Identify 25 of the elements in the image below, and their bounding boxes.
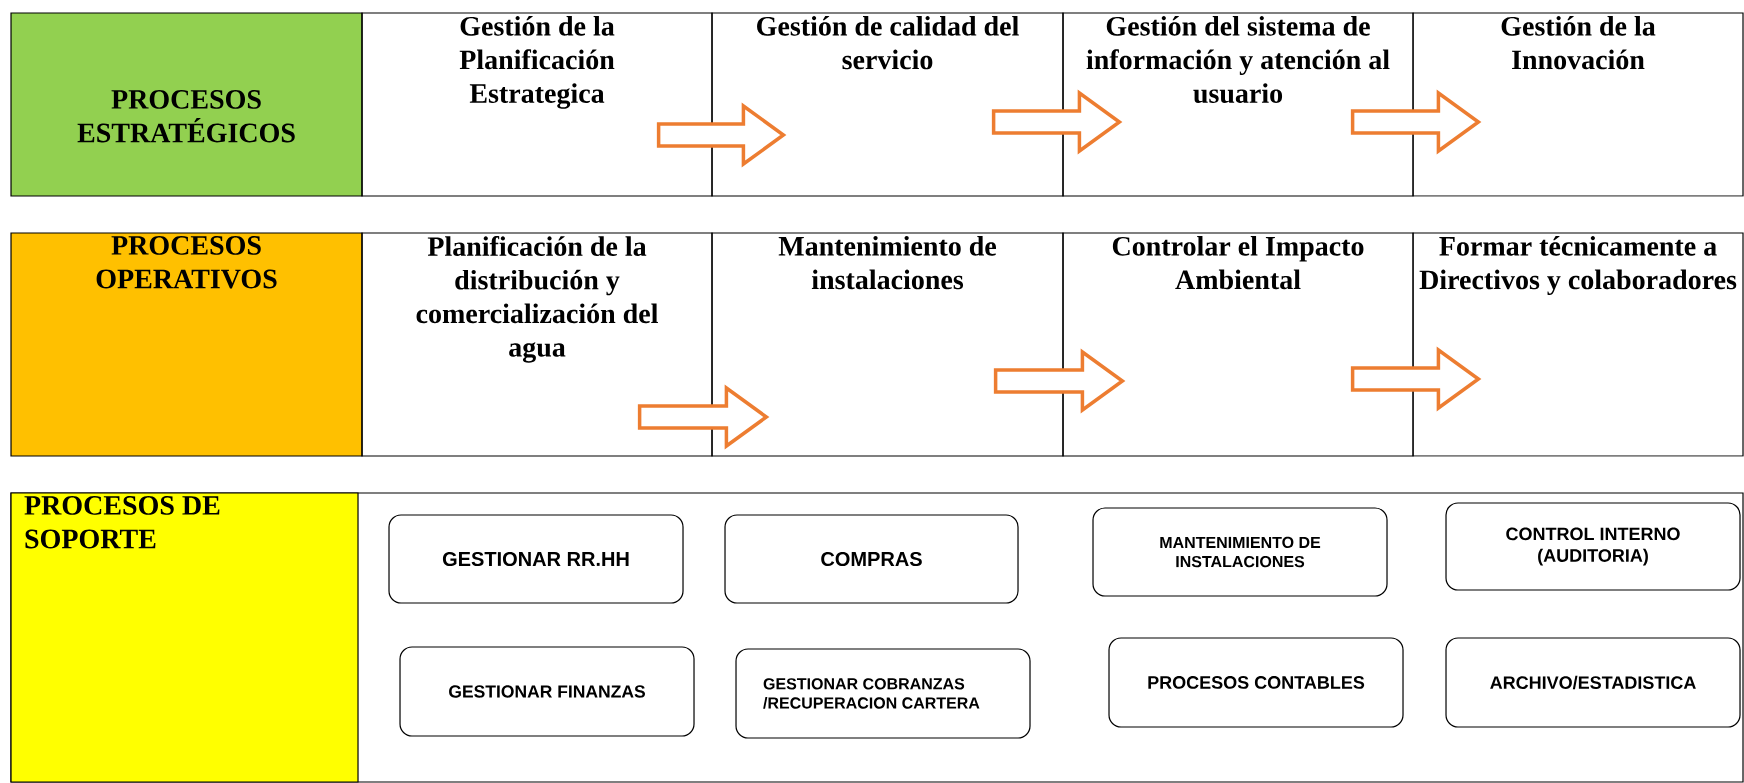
block-arrow bbox=[993, 348, 1126, 414]
process-cell: Gestión de la Planificación Estrategica bbox=[361, 12, 713, 197]
block-arrow bbox=[656, 102, 787, 168]
process-cell: Formar técnicamente a Directivos y colaboradores bbox=[1412, 232, 1744, 457]
block-arrow bbox=[1350, 89, 1482, 155]
process-box: GESTIONAR FINANZAS bbox=[399, 646, 695, 737]
process-box: COMPRAS bbox=[724, 514, 1019, 604]
process-box: GESTIONAR RR.HH bbox=[388, 514, 684, 604]
process-box: GESTIONAR COBRANZAS /RECUPERACION CARTERA bbox=[735, 648, 1031, 739]
header-cell: PROCESOS ESTRATÉGICOS bbox=[10, 12, 363, 197]
process-cell: Planificación de la distribución y comercialización del agua bbox=[361, 232, 713, 457]
process-box: PROCESOS CONTABLES bbox=[1108, 637, 1404, 728]
process-cell: Gestión de la Innovación bbox=[1412, 12, 1744, 197]
header-cell: PROCESOS OPERATIVOS bbox=[10, 232, 363, 457]
process-cell: Controlar el Impacto Ambiental bbox=[1062, 232, 1414, 457]
block-arrow bbox=[991, 89, 1123, 155]
block-arrow bbox=[1350, 346, 1482, 412]
process-cell: Gestión de calidad del servicio bbox=[711, 12, 1064, 197]
process-box: CONTROL INTERNO (AUDITORIA) bbox=[1445, 502, 1741, 591]
block-arrow bbox=[637, 384, 770, 450]
header-cell: PROCESOS DE SOPORTE bbox=[10, 492, 359, 783]
process-cell: Mantenimiento de instalaciones bbox=[711, 232, 1064, 457]
process-cell: Gestión del sistema de información y atención al usuario bbox=[1062, 12, 1414, 197]
process-box: ARCHIVO/ESTADISTICA bbox=[1445, 637, 1741, 728]
process-box: MANTENIMIENTO DE INSTALACIONES bbox=[1092, 507, 1388, 597]
